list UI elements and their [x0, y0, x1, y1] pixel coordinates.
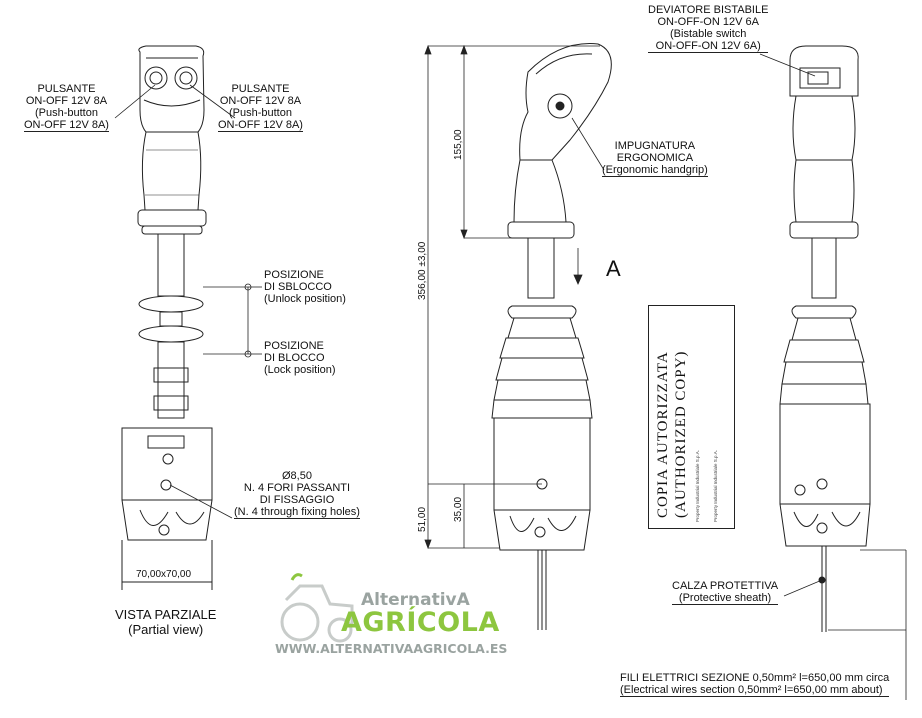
watermark-tractor-icon	[280, 573, 354, 643]
pushbutton-right-label: PULSANTE ON-OFF 12V 8A (Push-button ON-O…	[218, 83, 303, 132]
stamp-small-2: Property Industrial Industriale S.p.A.	[713, 449, 718, 522]
label-line: FILI ELETTRICI SEZIONE 0,50mm² l=650,00 …	[620, 672, 890, 684]
stamp-line-1: COPIA AUTORIZZATA	[655, 351, 671, 518]
label-line: (Push-button	[34, 107, 98, 119]
pushbutton-left-label: PULSANTE ON-OFF 12V 8A (Push-button ON-O…	[24, 83, 109, 132]
left-leaders	[114, 84, 262, 519]
label-line: POSIZIONE	[264, 340, 324, 352]
grip-height-dimension-text: 155,00	[453, 129, 464, 160]
partial-view-label: VISTA PARZIALE (Partial view)	[115, 607, 216, 637]
bottom-dimension-text: 51,00	[417, 506, 428, 532]
bistable-switch-label: DEVIATORE BISTABILE ON-OFF-ON 12V 6A (Bi…	[648, 4, 769, 53]
right-leaders	[759, 53, 907, 700]
label-line: (Lock position)	[264, 364, 336, 376]
watermark-url: WWW.ALTERNATIVAAGRICOLA.ES	[275, 641, 508, 656]
protective-sheath-label: CALZA PROTETTIVA (Protective sheath)	[672, 580, 779, 605]
label-line: VISTA PARZIALE	[115, 607, 217, 622]
label-line: DI FISSAGGIO	[259, 494, 335, 506]
total-height-dimension-text: 356,00 ±3,00	[417, 241, 428, 300]
stamp-small-1: Property Industrial Industriale S.p.A.	[695, 449, 700, 522]
middle-view-joystick	[491, 43, 612, 630]
authorized-copy-stamp: COPIA AUTORIZZATA (AUTHORIZED COPY) Prop…	[648, 305, 735, 529]
watermark-line-1: AlternativA	[361, 590, 470, 610]
label-line: ON-OFF-ON 12V 6A	[657, 16, 759, 28]
stamp-line-2: (AUTHORIZED COPY)	[673, 350, 689, 518]
label-line: ON-OFF 12V 8A)	[218, 119, 303, 132]
label-line: Ø8,50	[281, 470, 312, 482]
label-line: PULSANTE	[37, 83, 96, 95]
label-line: (Protective sheath)	[672, 592, 779, 605]
handgrip-label: IMPUGNATURA ERGONOMICA (Ergonomic handgr…	[602, 140, 708, 177]
label-line: DI BLOCCO	[264, 352, 325, 364]
label-line: (Partial view)	[128, 622, 204, 637]
label-line: CALZA PROTETTIVA	[672, 580, 779, 592]
label-line: IMPUGNATURA	[614, 140, 696, 152]
middle-dimensions	[424, 44, 605, 550]
lock-position-label: POSIZIONE DI BLOCCO (Lock position)	[264, 340, 336, 376]
base-dimension-text: 70,00x70,00	[136, 569, 192, 580]
view-letter-a: A	[606, 256, 621, 281]
label-line: ON-OFF-ON 12V 6A)	[648, 40, 769, 53]
label-line: (Bistable switch	[670, 28, 747, 40]
label-line: ON-OFF 12V 8A	[219, 95, 302, 107]
right-view-joystick	[779, 45, 871, 632]
label-line: (Unlock position)	[264, 293, 346, 305]
fixing-holes-label: Ø8,50 N. 4 FORI PASSANTI DI FISSAGGIO (N…	[234, 470, 360, 519]
label-line: (Push-button	[228, 107, 292, 119]
hole-dimension-text: 35,00	[453, 496, 464, 522]
label-line: ON-OFF 12V 8A	[25, 95, 108, 107]
label-line: DI SBLOCCO	[264, 281, 332, 293]
watermark-line-2: AGRÍCOLA	[341, 607, 500, 638]
unlock-position-label: POSIZIONE DI SBLOCCO (Unlock position)	[264, 269, 346, 305]
watermark-logo: AlternativA AGRÍCOLA WWW.ALTERNATIVAAGRI…	[275, 575, 507, 665]
label-line: (Electrical wires section 0,50mm² l=650,…	[620, 684, 890, 697]
label-line: ON-OFF 12V 8A)	[24, 119, 109, 132]
label-line: (Ergonomic handgrip)	[602, 164, 708, 177]
label-line: POSIZIONE	[264, 269, 324, 281]
label-line: DEVIATORE BISTABILE	[648, 4, 769, 16]
label-line: PULSANTE	[231, 83, 290, 95]
label-line: ERGONOMICA	[616, 152, 694, 164]
left-view-joystick	[121, 45, 213, 541]
base-dimension	[121, 540, 213, 590]
label-line: N. 4 FORI PASSANTI	[243, 482, 351, 494]
label-line: (N. 4 through fixing holes)	[234, 506, 360, 519]
wires-label: FILI ELETTRICI SEZIONE 0,50mm² l=650,00 …	[620, 672, 890, 697]
